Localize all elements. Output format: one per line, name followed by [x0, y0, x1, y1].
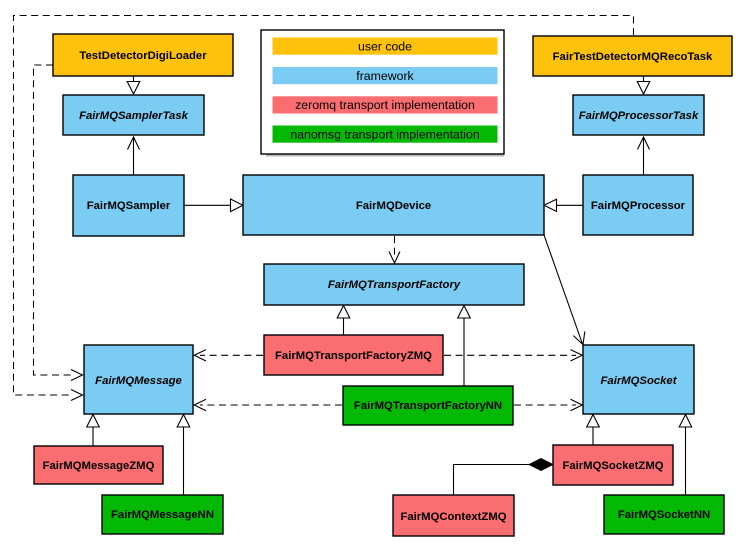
svg-text:FairMQTransportFactoryNN: FairMQTransportFactoryNN — [354, 400, 502, 412]
svg-text:zeromq transport implementatio: zeromq transport implementation — [295, 98, 475, 112]
svg-text:nanomsg transport implementati: nanomsg transport implementation — [290, 127, 479, 141]
svg-text:FairMQTransportFactoryZMQ: FairMQTransportFactoryZMQ — [275, 350, 432, 362]
svg-text:FairMQMessageNN: FairMQMessageNN — [111, 509, 214, 521]
svg-text:FairMQSocketNN: FairMQSocketNN — [618, 509, 710, 521]
svg-text:FairMQSamplerTask: FairMQSamplerTask — [79, 110, 189, 122]
svg-text:TestDetectorDigiLoader: TestDetectorDigiLoader — [79, 50, 207, 62]
svg-text:FairMQSocket: FairMQSocket — [601, 375, 678, 387]
svg-text:FairMQSocketZMQ: FairMQSocketZMQ — [562, 460, 663, 472]
svg-text:FairMQTransportFactory: FairMQTransportFactory — [328, 279, 461, 291]
svg-text:FairMQContextZMQ: FairMQContextZMQ — [400, 511, 506, 523]
svg-text:FairMQMessage: FairMQMessage — [95, 375, 182, 387]
svg-text:user code: user code — [358, 39, 412, 53]
svg-text:FairTestDetectorMQRecoTask: FairTestDetectorMQRecoTask — [553, 51, 713, 63]
svg-text:FairMQDevice: FairMQDevice — [356, 200, 431, 212]
svg-text:FairMQProcessorTask: FairMQProcessorTask — [579, 110, 699, 122]
svg-text:FairMQSampler: FairMQSampler — [87, 200, 171, 212]
svg-text:FairMQMessageZMQ: FairMQMessageZMQ — [43, 460, 155, 472]
svg-text:FairMQProcessor: FairMQProcessor — [591, 200, 686, 212]
svg-text:framework: framework — [356, 69, 414, 83]
